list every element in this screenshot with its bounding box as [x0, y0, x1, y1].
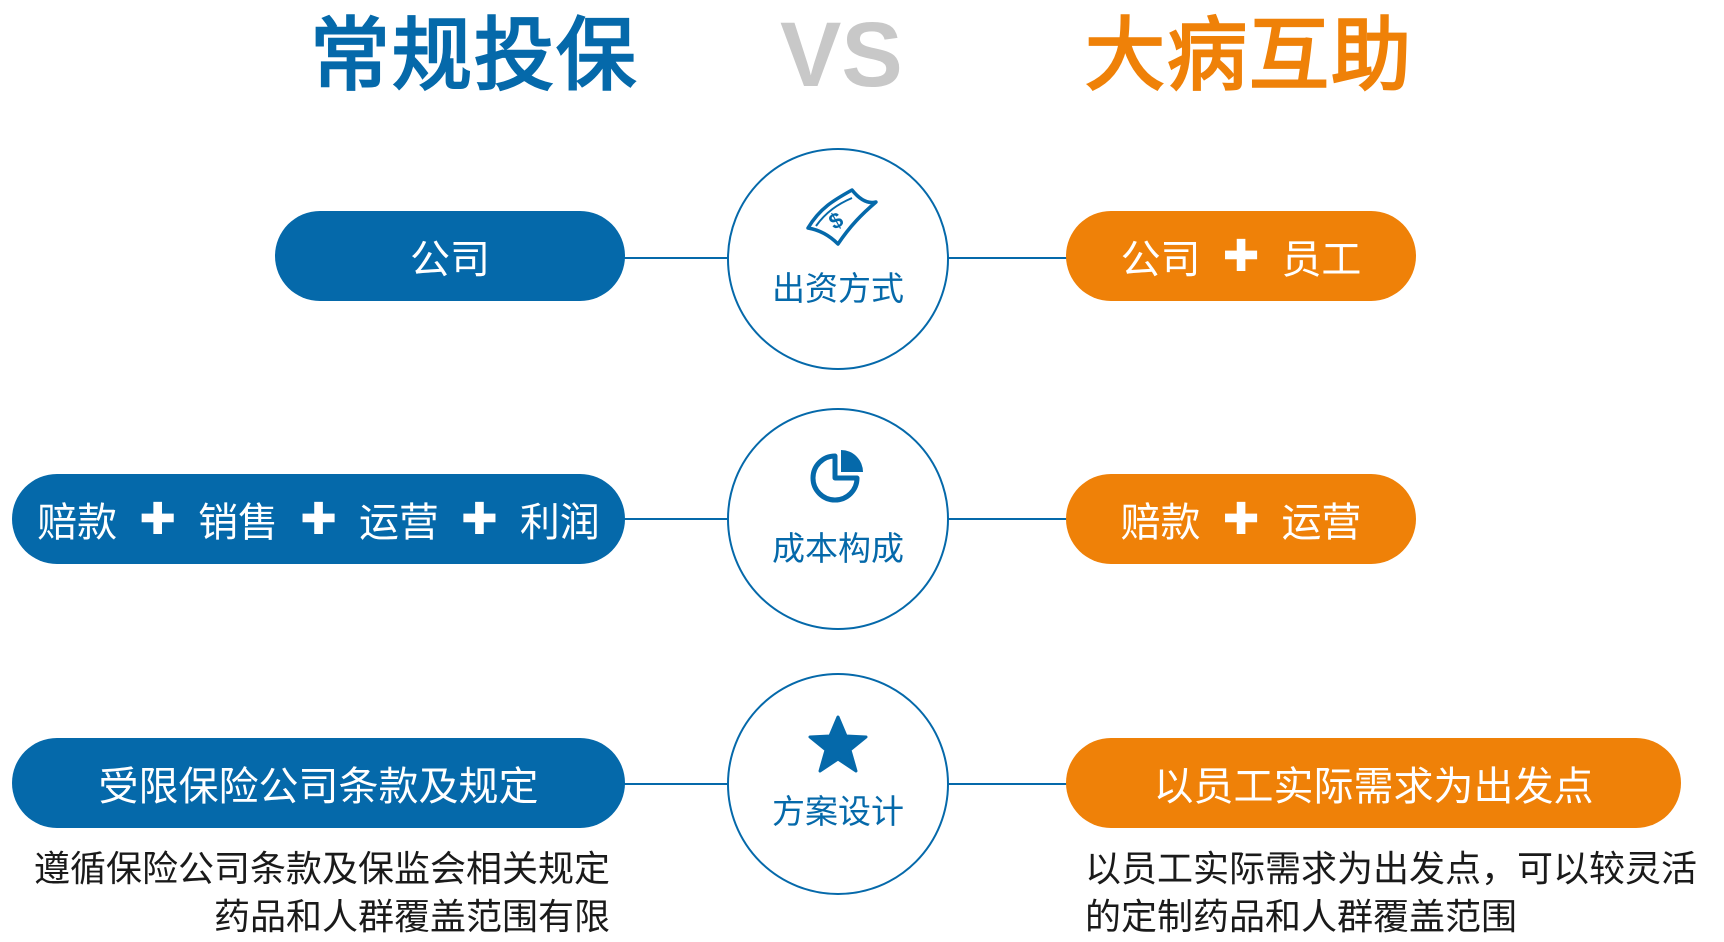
pill-text: 受限保险公司条款及规定	[98, 764, 539, 810]
plus-icon: ✚	[460, 493, 498, 545]
money-icon: $	[790, 178, 886, 262]
svg-text:$: $	[824, 207, 847, 235]
left-pill-plan: 受限保险公司条款及规定	[12, 738, 625, 828]
description-line: 遵循保险公司条款及保监会相关规定	[33, 849, 610, 890]
circle-label: 方案设计	[772, 792, 904, 831]
pill-text: 利润	[519, 500, 600, 546]
pie-chart-icon	[807, 446, 869, 512]
pill-text: 赔款	[1120, 500, 1201, 546]
circle-label: 成本构成	[772, 529, 904, 568]
pill-text: 公司	[1120, 237, 1201, 283]
left-description: 遵循保险公司条款及保监会相关规定 药品和人群覆盖范围有限	[34, 846, 610, 942]
pill-text: 员工	[1281, 237, 1362, 283]
right-pill-cost: 赔款 ✚ 运营	[1066, 474, 1416, 564]
circle-plan: 方案设计	[727, 673, 949, 895]
star-icon	[807, 715, 869, 779]
left-pill-cost: 赔款 ✚ 销售 ✚ 运营 ✚ 利润	[12, 474, 625, 564]
plus-icon: ✚	[139, 493, 177, 545]
pill-text: 公司	[410, 237, 490, 283]
pill-text: 运营	[358, 500, 439, 546]
pill-text: 运营	[1281, 500, 1362, 546]
left-title: 常规投保	[310, 9, 638, 102]
pill-text: 赔款	[37, 500, 118, 546]
plus-icon: ✚	[1222, 493, 1260, 545]
description-line: 药品和人群覆盖范围有限	[213, 897, 610, 938]
right-pill-plan: 以员工实际需求为出发点	[1066, 738, 1681, 828]
left-pill-funding: 公司	[275, 211, 625, 301]
right-pill-funding: 公司 ✚ 员工	[1066, 211, 1416, 301]
vs-label: VS	[780, 4, 903, 106]
plus-icon: ✚	[300, 493, 337, 545]
plus-icon: ✚	[1222, 230, 1260, 282]
pill-text: 以员工实际需求为出发点	[1153, 764, 1594, 810]
right-title: 大病互助	[1085, 9, 1413, 102]
circle-cost: 成本构成	[727, 408, 949, 630]
pill-text: 销售	[198, 500, 279, 546]
description-line: 以员工实际需求为出发点，可以较灵活	[1085, 849, 1698, 890]
description-line: 的定制药品和人群覆盖范围	[1085, 897, 1518, 938]
circle-label: 出资方式	[772, 269, 904, 308]
circle-funding: $ 出资方式	[727, 148, 949, 370]
right-description: 以员工实际需求为出发点，可以较灵活 的定制药品和人群覆盖范围	[1085, 846, 1697, 942]
